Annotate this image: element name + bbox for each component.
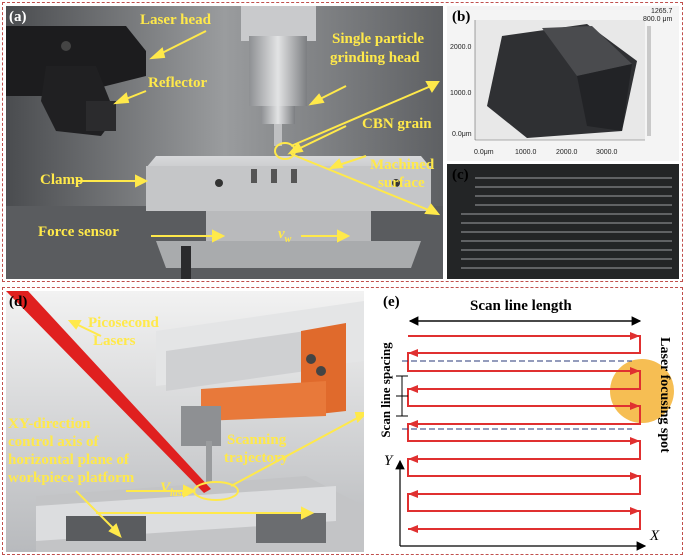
panel-c-image <box>447 164 679 279</box>
force-sensor-label: Force sensor <box>38 224 119 240</box>
scanning-label-1: Scanning <box>227 432 287 448</box>
vlaser-subscript: laser <box>170 488 191 499</box>
reflector-label: Reflector <box>148 75 208 91</box>
scale-top: 1265.7 <box>651 8 673 15</box>
vw-symbol: v <box>278 226 285 242</box>
grain-profile-image <box>474 20 651 141</box>
vlaser-label: Vlaser <box>160 480 190 502</box>
top-frame <box>2 2 683 282</box>
machined-label-2: surface <box>378 175 425 191</box>
panel-c-label: (c) <box>452 167 469 183</box>
machined-surface-image <box>447 164 679 279</box>
xy-label-2: control axis of <box>8 434 99 450</box>
panel-d-image <box>6 291 364 552</box>
vw-subscript: w <box>284 234 292 245</box>
panel-b-label: (b) <box>452 9 471 25</box>
single-particle-label-2: grinding head <box>330 50 420 66</box>
panel-a-label: (a) <box>9 9 27 25</box>
vw-label: vw <box>278 226 291 248</box>
y-tick-1000: 1000.0 <box>450 90 472 97</box>
y-tick-0: 0.0μm <box>452 131 472 138</box>
scan-line-length-label: Scan line length <box>470 298 572 314</box>
panel-b-image <box>447 6 679 161</box>
panel-a-illustration <box>6 6 443 279</box>
panel-d-label: (d) <box>9 294 28 310</box>
axis-y-label: Y <box>384 453 393 469</box>
xy-label-1: XY-direction <box>8 416 91 432</box>
picosecond-label-1: Picosecond <box>88 315 159 331</box>
single-particle-label-1: Single particle <box>332 31 425 47</box>
y-tick-2000: 2000.0 <box>450 44 472 51</box>
scan-line-spacing-label: Scan line spacing <box>378 342 393 438</box>
axis-x-label: X <box>650 528 660 544</box>
laser-focusing-spot-label: Laser focusing spot <box>657 337 672 453</box>
laser-setup-illustration <box>6 291 364 552</box>
scale-unit: 800.0 μm <box>643 16 673 23</box>
cbn-grain-label: CBN grain <box>362 116 432 132</box>
scanning-label-2: trajectory <box>224 450 289 466</box>
panel-e-diagram <box>370 291 679 552</box>
vlaser-symbol: V <box>160 480 171 496</box>
x-tick-2000: 2000.0 <box>556 149 578 156</box>
scan-path-diagram <box>395 316 674 551</box>
picosecond-label-2: Lasers <box>93 333 136 349</box>
xy-label-4: workpiece platform <box>8 470 135 486</box>
bottom-frame <box>2 287 683 555</box>
clamp-label: Clamp <box>40 172 84 188</box>
laser-head-label: Laser head <box>140 12 211 28</box>
panel-e-label: (e) <box>383 294 400 310</box>
panel-a-photo <box>6 6 443 279</box>
xy-label-3: horizontal plane of <box>8 452 129 468</box>
x-tick-0: 0.0μm <box>474 149 494 156</box>
x-tick-3000: 3000.0 <box>596 149 618 156</box>
machined-label-1: Machined <box>370 157 435 173</box>
x-tick-1000: 1000.0 <box>515 149 537 156</box>
